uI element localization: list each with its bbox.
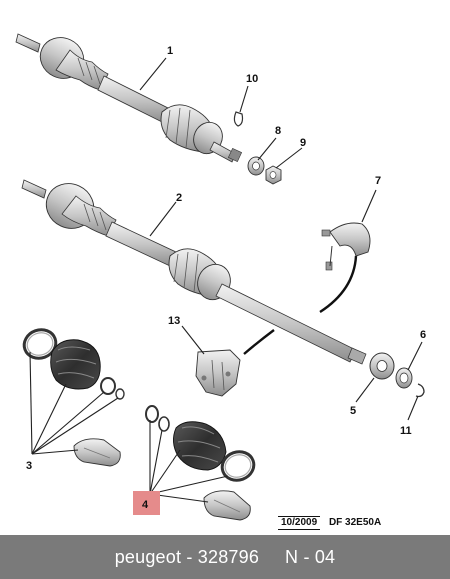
callout-5: 5 <box>350 405 356 417</box>
drive-shaft-2 <box>21 179 367 365</box>
washer-8 <box>247 156 265 176</box>
callout-8: 8 <box>275 125 281 137</box>
callout-9: 9 <box>300 137 306 149</box>
callout-4: 4 <box>142 499 149 511</box>
reference-date: 10/2009 <box>278 516 321 530</box>
callout-3: 3 <box>26 460 32 472</box>
leader-lines <box>29 57 423 503</box>
callout-10: 10 <box>246 73 258 85</box>
callout-2: 2 <box>176 192 182 204</box>
boot-kit-4 <box>145 405 256 521</box>
callout-1: 1 <box>167 45 173 57</box>
caption-text: peugeot - 328796 N - 04 <box>114 546 336 567</box>
split-pin-10 <box>233 111 244 127</box>
callout-7: 7 <box>375 175 381 187</box>
boot-kit-3 <box>22 328 125 467</box>
circlip-11 <box>415 383 425 398</box>
bearing-support-13 <box>195 329 275 397</box>
nut-9 <box>265 165 282 185</box>
highlight-box-4 <box>133 491 160 515</box>
caption-bar: peugeot - 328796 N - 04 <box>0 535 450 579</box>
callout-labels: 1 2 3 4 5 6 7 8 9 10 11 13 <box>26 45 426 511</box>
callout-11: 11 <box>400 425 412 437</box>
bracket-7 <box>319 222 371 314</box>
bearing-5 <box>369 352 395 380</box>
drive-shaft-1 <box>15 33 243 163</box>
callout-13: 13 <box>168 315 180 327</box>
diagram-reference: 10/2009 DF 32E50A <box>278 516 381 530</box>
exploded-parts-diagram: 1 2 3 4 5 6 7 8 9 10 11 13 <box>15 33 426 521</box>
callout-6: 6 <box>420 329 426 341</box>
reference-code: DF 32E50A <box>328 517 382 528</box>
seal-ring-6 <box>395 367 413 389</box>
